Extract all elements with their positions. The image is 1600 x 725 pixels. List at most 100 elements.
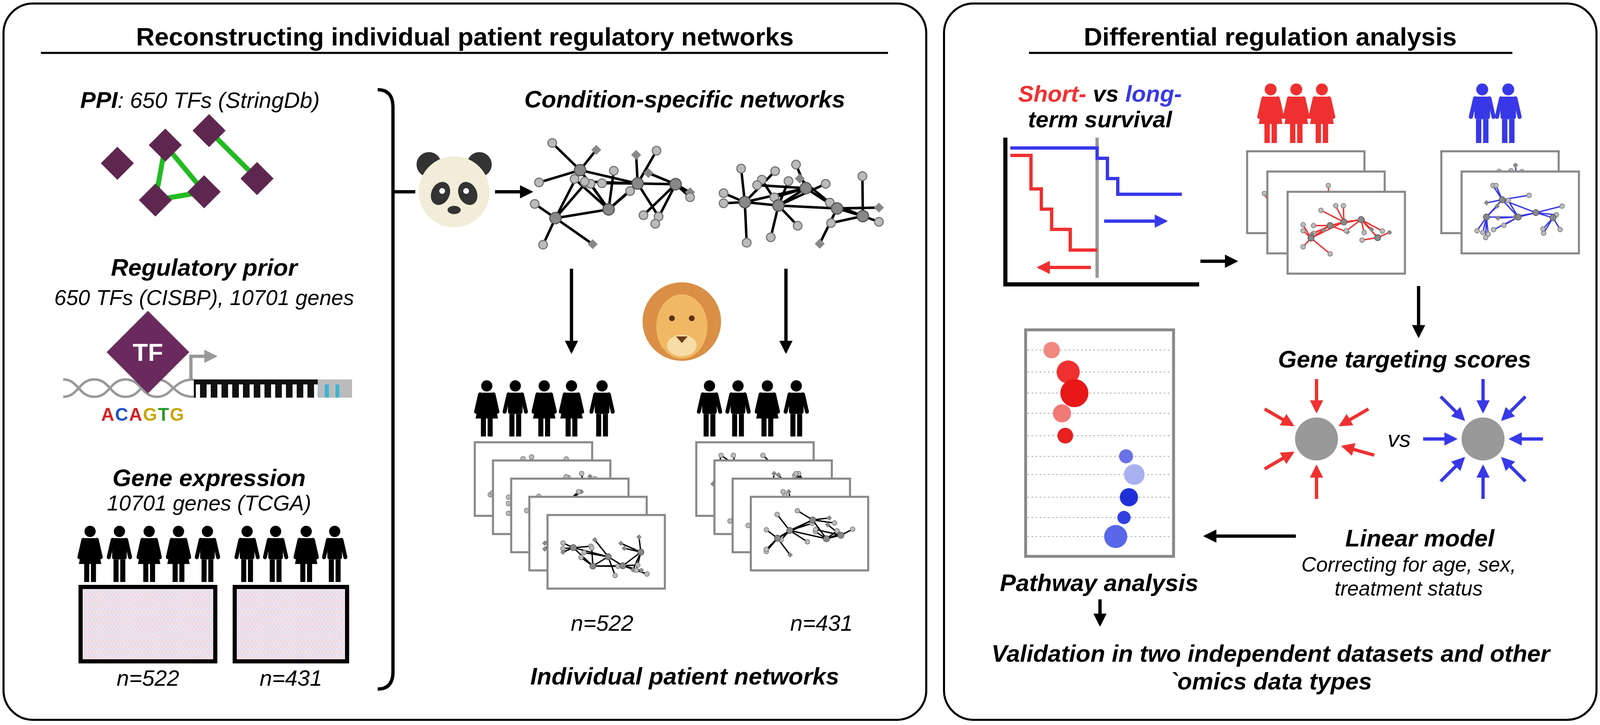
shape	[635, 562, 641, 567]
shape	[752, 180, 762, 190]
shape	[857, 210, 869, 222]
shape	[328, 559, 334, 582]
shape	[1491, 227, 1496, 232]
diamond-outline	[106, 310, 190, 394]
shape	[719, 188, 729, 198]
shape	[295, 538, 318, 565]
shape	[766, 233, 776, 242]
female-icon	[560, 380, 583, 437]
shape	[1259, 98, 1264, 117]
shape	[185, 539, 190, 558]
shape	[1321, 227, 1327, 233]
shape	[1311, 238, 1331, 254]
shape	[756, 392, 779, 419]
shape	[480, 414, 486, 437]
gene-block	[339, 379, 353, 398]
shape	[789, 523, 812, 531]
shape	[591, 144, 602, 155]
shape	[555, 218, 593, 245]
gene-circle	[1295, 417, 1339, 461]
shape	[589, 562, 596, 570]
shape	[550, 394, 555, 412]
shape	[269, 525, 281, 537]
shape	[167, 539, 172, 558]
shape	[652, 146, 661, 155]
shape	[1526, 192, 1532, 198]
male-icon	[698, 380, 721, 437]
shape	[775, 471, 781, 478]
male-icon	[236, 525, 258, 582]
shape	[1540, 226, 1546, 231]
shape	[602, 414, 608, 437]
pathway-plot	[1025, 329, 1174, 557]
label: n=522	[570, 609, 634, 636]
shape	[698, 394, 703, 412]
tf-label: TF	[132, 338, 163, 367]
female-icon	[295, 525, 318, 582]
arrow	[784, 268, 788, 352]
label: n=431	[259, 664, 323, 691]
shape	[718, 452, 724, 458]
shape	[756, 394, 761, 412]
network	[1474, 183, 1565, 240]
shape	[1290, 119, 1296, 143]
shape	[549, 212, 562, 224]
shape	[719, 198, 729, 208]
shape	[592, 565, 619, 567]
shape	[1271, 119, 1277, 143]
shape	[596, 380, 608, 392]
shape	[1557, 227, 1563, 232]
male-icon	[1497, 83, 1520, 143]
grid-line	[1027, 516, 1172, 518]
survival-plot	[1005, 137, 1200, 285]
male-icon	[196, 525, 219, 582]
shape	[179, 559, 185, 582]
shape	[744, 394, 749, 412]
pathway-dots	[1027, 341, 1172, 548]
shape	[727, 394, 732, 412]
shape	[126, 539, 131, 558]
female-icon	[475, 380, 498, 437]
shape	[172, 559, 178, 582]
target-arrow	[1502, 396, 1526, 419]
shape	[533, 392, 556, 419]
shape	[804, 539, 810, 544]
shape	[1326, 183, 1331, 188]
shape	[570, 174, 579, 184]
panel-title: Differential regulation analysis	[945, 21, 1596, 52]
shape	[774, 511, 780, 517]
shape	[108, 539, 113, 558]
shape	[650, 219, 660, 229]
heatmap	[234, 586, 348, 662]
shape	[730, 452, 736, 458]
arrow	[1200, 259, 1236, 263]
shape	[581, 550, 587, 555]
shape	[1497, 98, 1502, 117]
shape	[813, 526, 818, 532]
network-frame	[1287, 191, 1405, 274]
shape	[1290, 83, 1303, 96]
target-arrow	[1264, 452, 1293, 470]
shape	[716, 394, 721, 412]
female-icon	[167, 525, 190, 582]
label: Pathway analysis	[1000, 569, 1199, 597]
shape	[858, 171, 867, 181]
shape	[832, 520, 837, 526]
shape	[644, 571, 650, 577]
shape	[770, 166, 780, 176]
shape	[1359, 237, 1365, 243]
label: Correcting for age, sex, treatment statu…	[1272, 552, 1546, 601]
shape	[241, 525, 253, 537]
label: Validation in two independent datasets a…	[960, 639, 1581, 695]
shape	[341, 539, 346, 558]
shape	[1309, 96, 1334, 124]
shape	[631, 177, 644, 190]
shape	[84, 559, 90, 582]
shape	[578, 554, 584, 560]
shape	[757, 185, 806, 189]
panel-title: Reconstructing individual patient regula…	[4, 21, 926, 52]
shape	[1315, 119, 1322, 143]
shape	[643, 167, 654, 178]
shape	[521, 394, 527, 412]
shape	[113, 525, 125, 537]
